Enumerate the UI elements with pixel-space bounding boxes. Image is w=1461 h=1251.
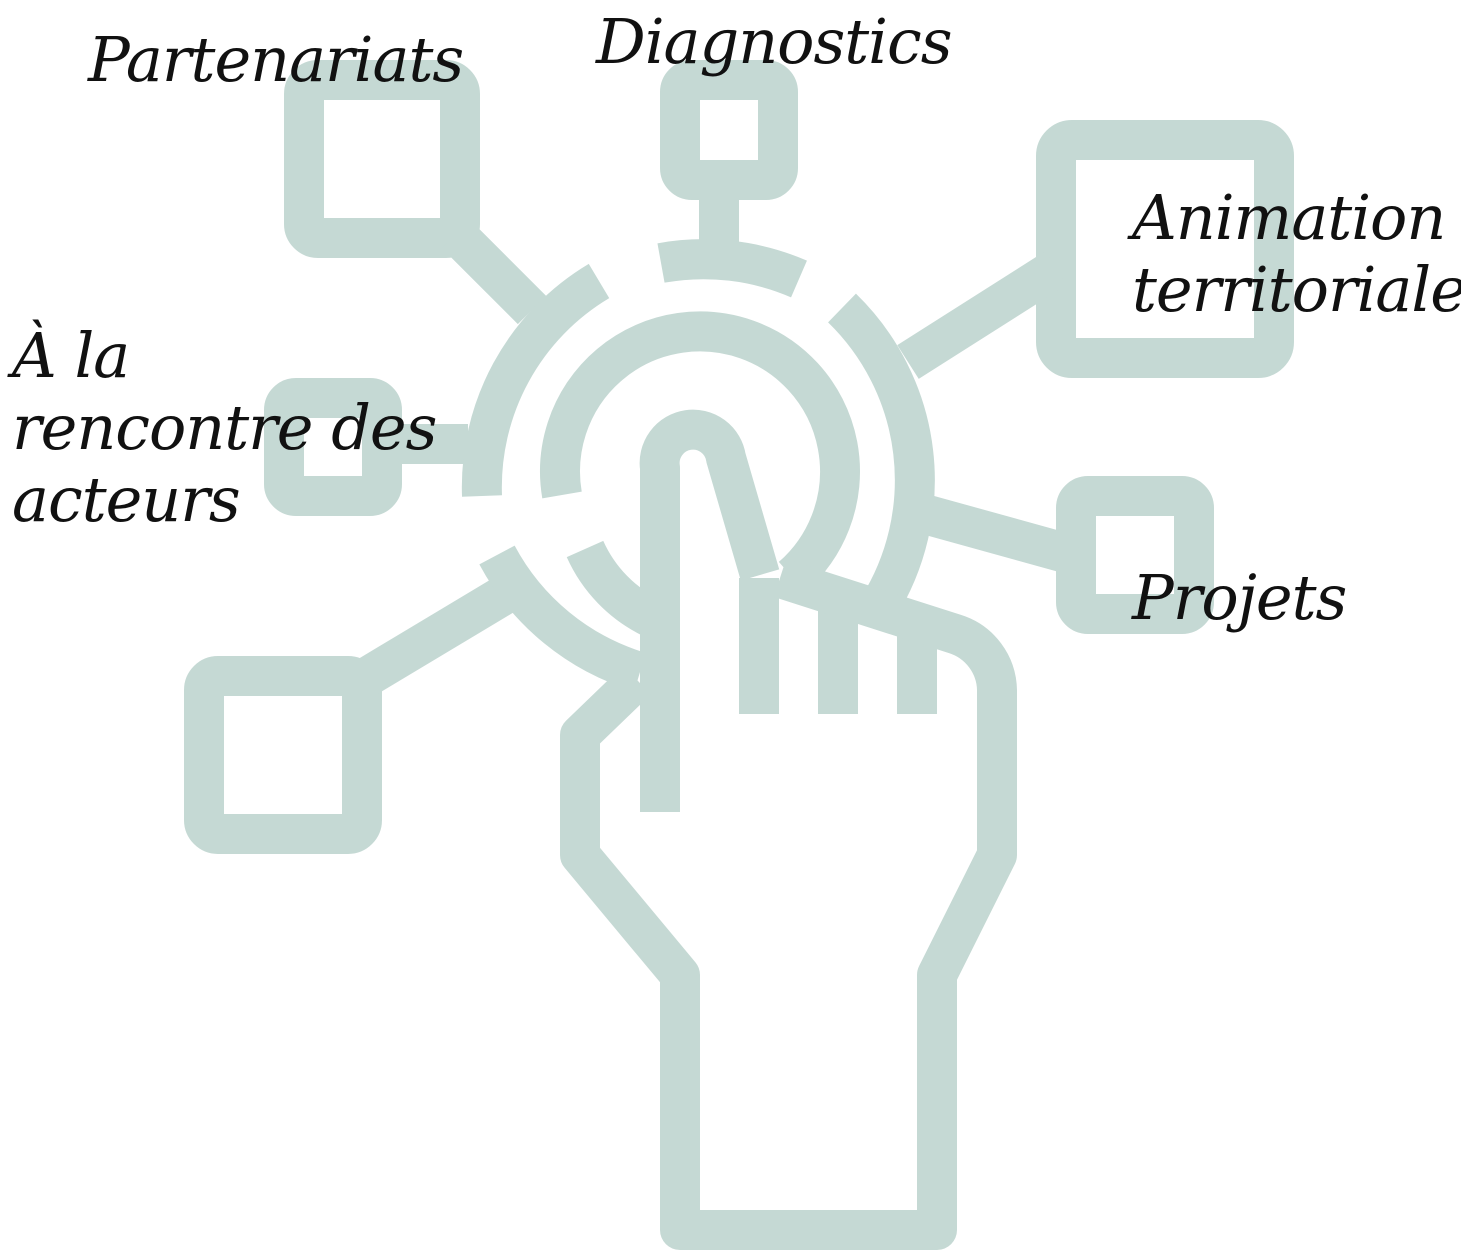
label-rencontre-line3: acteurs bbox=[12, 463, 241, 536]
bottom-left-node-icon bbox=[184, 656, 382, 854]
partenariats-node-icon bbox=[284, 60, 480, 258]
label-animation-line1: Animation bbox=[1132, 181, 1446, 254]
label-diagnostics: Diagnostics bbox=[596, 5, 953, 78]
label-projets: Projets bbox=[1132, 561, 1347, 634]
bottom-left-connector bbox=[351, 572, 523, 698]
label-animation-line2: territoriale bbox=[1132, 253, 1461, 326]
label-partenariats: Partenariats bbox=[88, 23, 464, 96]
inner-ring-arc bbox=[540, 311, 860, 593]
hand-outline-icon bbox=[560, 558, 1017, 1250]
partenariats-connector bbox=[441, 219, 547, 325]
label-rencontre-line1: À la bbox=[12, 319, 130, 392]
outer-ring-arc-right bbox=[827, 293, 935, 619]
outer-ring-arc-bottom-left bbox=[479, 545, 647, 692]
animation-connector bbox=[897, 251, 1067, 379]
label-animation-territoriale: Animation territoriale bbox=[1132, 182, 1461, 326]
outer-ring-arc-top bbox=[657, 239, 807, 298]
projets-connector bbox=[922, 495, 1082, 576]
outer-ring-arc-top-left bbox=[461, 263, 610, 497]
label-rencontre-line2: rencontre des bbox=[12, 391, 437, 464]
index-finger-icon bbox=[639, 409, 780, 812]
diagnostics-node-icon bbox=[660, 60, 798, 200]
animation-node-icon bbox=[1036, 120, 1294, 378]
label-rencontre-des-acteurs: À la rencontre des acteurs bbox=[12, 319, 437, 536]
